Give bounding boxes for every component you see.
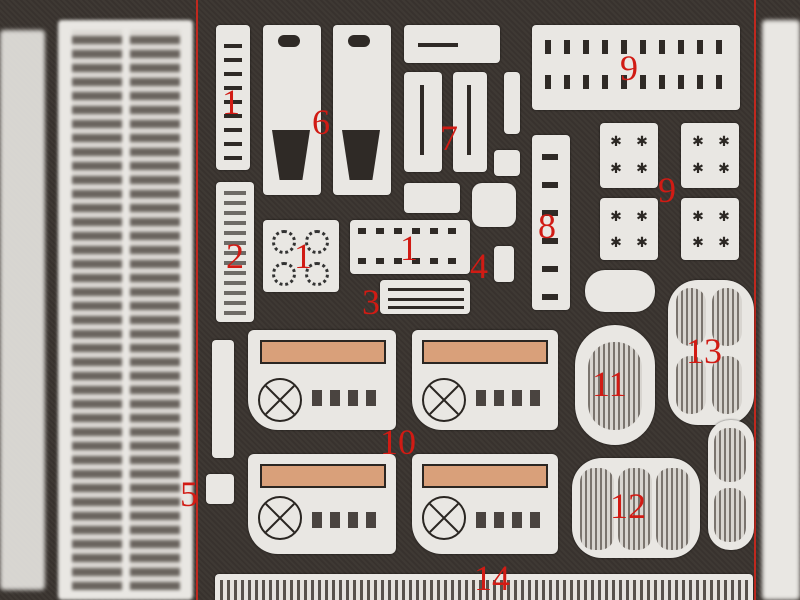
part-7-post-a xyxy=(420,85,424,155)
star-icon: ✱ xyxy=(610,208,622,224)
part-1-row-a xyxy=(358,228,462,234)
fret-part-4 xyxy=(494,246,514,282)
star-icon: ✱ xyxy=(636,133,648,149)
star-icon: ✱ xyxy=(718,234,730,250)
ring-gear xyxy=(272,230,296,254)
star-icon: ✱ xyxy=(636,160,648,176)
star-icon: ✱ xyxy=(692,234,704,250)
part-label-12: 12 xyxy=(610,486,646,526)
wheel xyxy=(258,496,302,540)
fret-part-1-pieces xyxy=(224,35,242,160)
part-13-slat-f xyxy=(714,488,746,542)
fret-arch xyxy=(472,183,516,227)
part-label-8: 8 xyxy=(538,206,556,246)
tool-bar xyxy=(418,43,458,47)
fret-part-5 xyxy=(206,474,234,504)
wheel xyxy=(258,378,302,422)
part-3-bar-a xyxy=(388,288,464,291)
part-12-slat-c xyxy=(656,468,690,550)
part-label-1-rings: 1 xyxy=(294,236,312,276)
left-fret-slats-b xyxy=(130,30,180,590)
part-13-slat-a xyxy=(676,288,706,346)
part-1-row-b xyxy=(358,258,462,264)
part-6-bracket-right xyxy=(342,130,380,180)
part-label-13: 13 xyxy=(686,331,722,371)
fret-small-square xyxy=(494,150,520,176)
small-parts xyxy=(312,512,382,528)
fret-part-7-narrow xyxy=(504,72,520,134)
part-label-6: 6 xyxy=(312,102,330,142)
part-9-top-row-a xyxy=(545,40,727,54)
ring-gear xyxy=(272,262,296,286)
far-left-fret xyxy=(0,30,45,590)
part-3-bar-b xyxy=(388,298,464,301)
star-icon: ✱ xyxy=(636,208,648,224)
part-label-14: 14 xyxy=(474,558,510,598)
part-label-10: 10 xyxy=(380,422,416,462)
part-label-4: 4 xyxy=(470,246,488,286)
ring-gear xyxy=(305,262,329,286)
fret-part-9-square-b xyxy=(681,123,739,188)
part-label-1-rows: 1 xyxy=(400,228,418,268)
part-label-11: 11 xyxy=(592,364,627,404)
part-label-9-top: 9 xyxy=(620,48,638,88)
part-label-2: 2 xyxy=(226,236,244,276)
fret-pills xyxy=(585,270,655,312)
part-13-slat-b xyxy=(712,288,742,346)
left-fret-slats-a xyxy=(72,30,122,590)
fret-part-9-square-a xyxy=(600,123,658,188)
small-parts xyxy=(476,390,546,406)
fret-part-9-square-c xyxy=(600,198,658,260)
star-icon: ✱ xyxy=(610,160,622,176)
fret-clip xyxy=(404,183,460,213)
part-6-bracket-left xyxy=(272,130,310,180)
part-12-slat-b xyxy=(618,468,652,550)
copper-panel xyxy=(260,464,386,488)
small-parts xyxy=(476,512,546,528)
part-13-slat-c xyxy=(676,356,706,414)
copper-panel xyxy=(260,340,386,364)
part-label-7: 7 xyxy=(440,118,458,158)
star-icon: ✱ xyxy=(692,133,704,149)
part-6-hook-left xyxy=(278,35,300,47)
part-14-comb xyxy=(220,580,748,600)
right-blurred-fret xyxy=(762,20,800,600)
left-red-border xyxy=(196,0,198,600)
star-icon: ✱ xyxy=(718,133,730,149)
part-13-slat-d xyxy=(712,356,742,414)
small-parts xyxy=(312,390,382,406)
star-icon: ✱ xyxy=(636,234,648,250)
part-label-1-top: 1 xyxy=(222,82,240,122)
part-8-pieces xyxy=(542,145,558,300)
star-icon: ✱ xyxy=(692,208,704,224)
part-2-dots xyxy=(224,190,246,315)
right-red-border xyxy=(754,0,756,600)
copper-panel xyxy=(422,464,548,488)
fret-part-5-strip xyxy=(212,340,234,458)
wheel xyxy=(422,378,466,422)
part-9-top-row-b xyxy=(545,75,727,89)
part-7-post-b xyxy=(467,85,471,155)
part-label-5: 5 xyxy=(180,474,198,514)
part-label-9-right: 9 xyxy=(658,170,676,210)
part-label-3: 3 xyxy=(362,282,380,322)
fret-part-9-square-d xyxy=(681,198,739,260)
part-6-hook-right xyxy=(348,35,370,47)
fret-part-9-top xyxy=(532,25,740,110)
part-13-slat-e xyxy=(714,428,746,482)
ring-gear xyxy=(305,230,329,254)
part-12-slat-a xyxy=(580,468,614,550)
part-3-bar-c xyxy=(388,306,464,309)
star-icon: ✱ xyxy=(610,234,622,250)
part-11-slats xyxy=(588,342,642,430)
copper-panel xyxy=(422,340,548,364)
star-icon: ✱ xyxy=(718,208,730,224)
wheel xyxy=(422,496,466,540)
star-icon: ✱ xyxy=(610,133,622,149)
star-icon: ✱ xyxy=(692,160,704,176)
star-icon: ✱ xyxy=(718,160,730,176)
